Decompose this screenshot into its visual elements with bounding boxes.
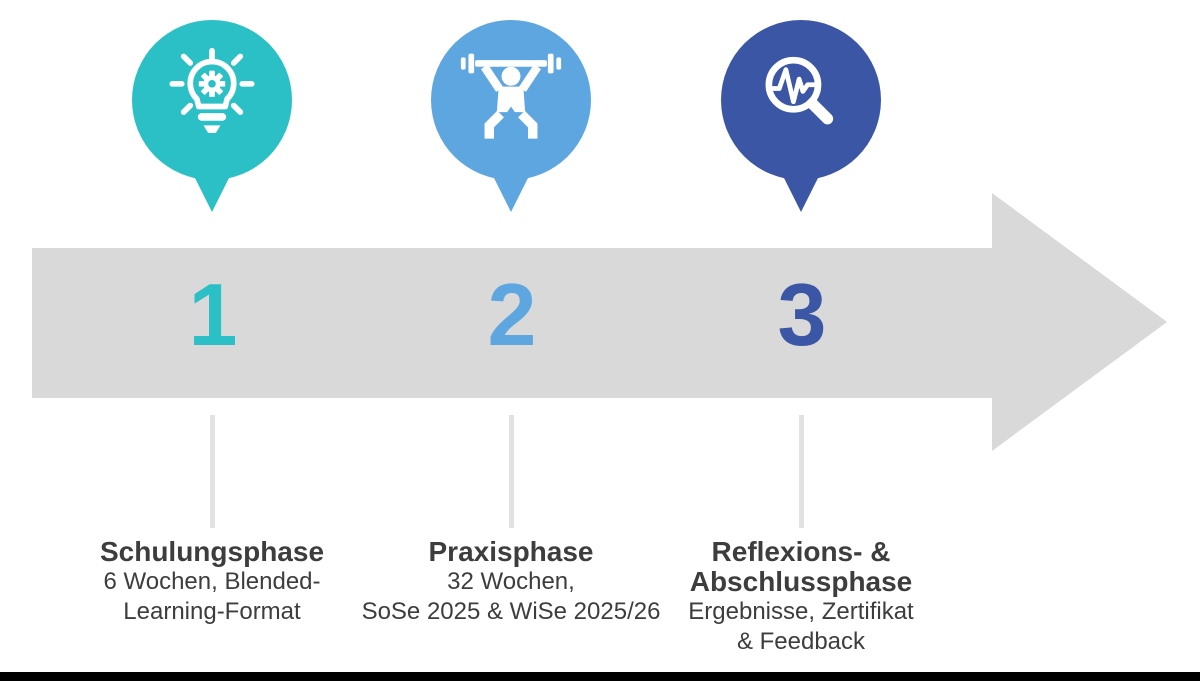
phase-3-title-line-2: Abschlussphase xyxy=(689,566,913,597)
phase-2-number: 2 xyxy=(487,265,537,364)
phase-1-connector-line xyxy=(210,415,215,528)
phase-1-subtitle-line-2: Learning-Format xyxy=(123,598,301,625)
phase-3-pin-circle xyxy=(721,20,881,180)
lightbulb-gear-icon xyxy=(169,47,255,133)
phase-1-number: 1 xyxy=(188,265,238,364)
phase-2-pin xyxy=(431,20,591,212)
phase-2-subtitle-line-2: SoSe 2025 & WiSe 2025/26 xyxy=(361,598,661,625)
phase-3-connector-line xyxy=(799,415,804,528)
phase-1-title: Schulungsphase xyxy=(99,536,325,567)
phase-2-pin-tip xyxy=(490,170,532,212)
weightlifter-icon xyxy=(460,53,562,139)
phase-3-pin-tip xyxy=(780,170,822,212)
phase-3-subtitle-line-1: Ergebnisse, Zertifikat xyxy=(688,598,914,625)
phase-1-pin xyxy=(132,20,292,212)
timeline-arrow-shape xyxy=(32,193,1167,451)
footer-bar xyxy=(0,672,1200,681)
magnifier-pulse-icon xyxy=(765,56,834,125)
phase-3-number: 3 xyxy=(777,265,827,364)
phase-3-pin xyxy=(721,20,881,212)
phase-1-label: Schulungsphase 6 Wochen, Blended- Learni… xyxy=(32,537,392,627)
phase-3-title-line-1: Reflexions- & xyxy=(711,536,891,567)
phase-2-title: Praxisphase xyxy=(428,536,594,567)
phase-1-pin-tip xyxy=(191,170,233,212)
phase-2-subtitle-line-1: 32 Wochen, xyxy=(447,568,575,595)
phase-3-label: Reflexions- & Abschlussphase Ergebnisse,… xyxy=(621,537,981,657)
phase-3-subtitle-line-2: & Feedback xyxy=(736,628,866,655)
phase-1-subtitle-line-1: 6 Wochen, Blended- xyxy=(103,568,321,595)
phase-2-label: Praxisphase 32 Wochen, SoSe 2025 & WiSe … xyxy=(331,537,691,627)
phase-2-connector-line xyxy=(509,415,514,528)
phase-1-pin-circle xyxy=(132,20,292,180)
